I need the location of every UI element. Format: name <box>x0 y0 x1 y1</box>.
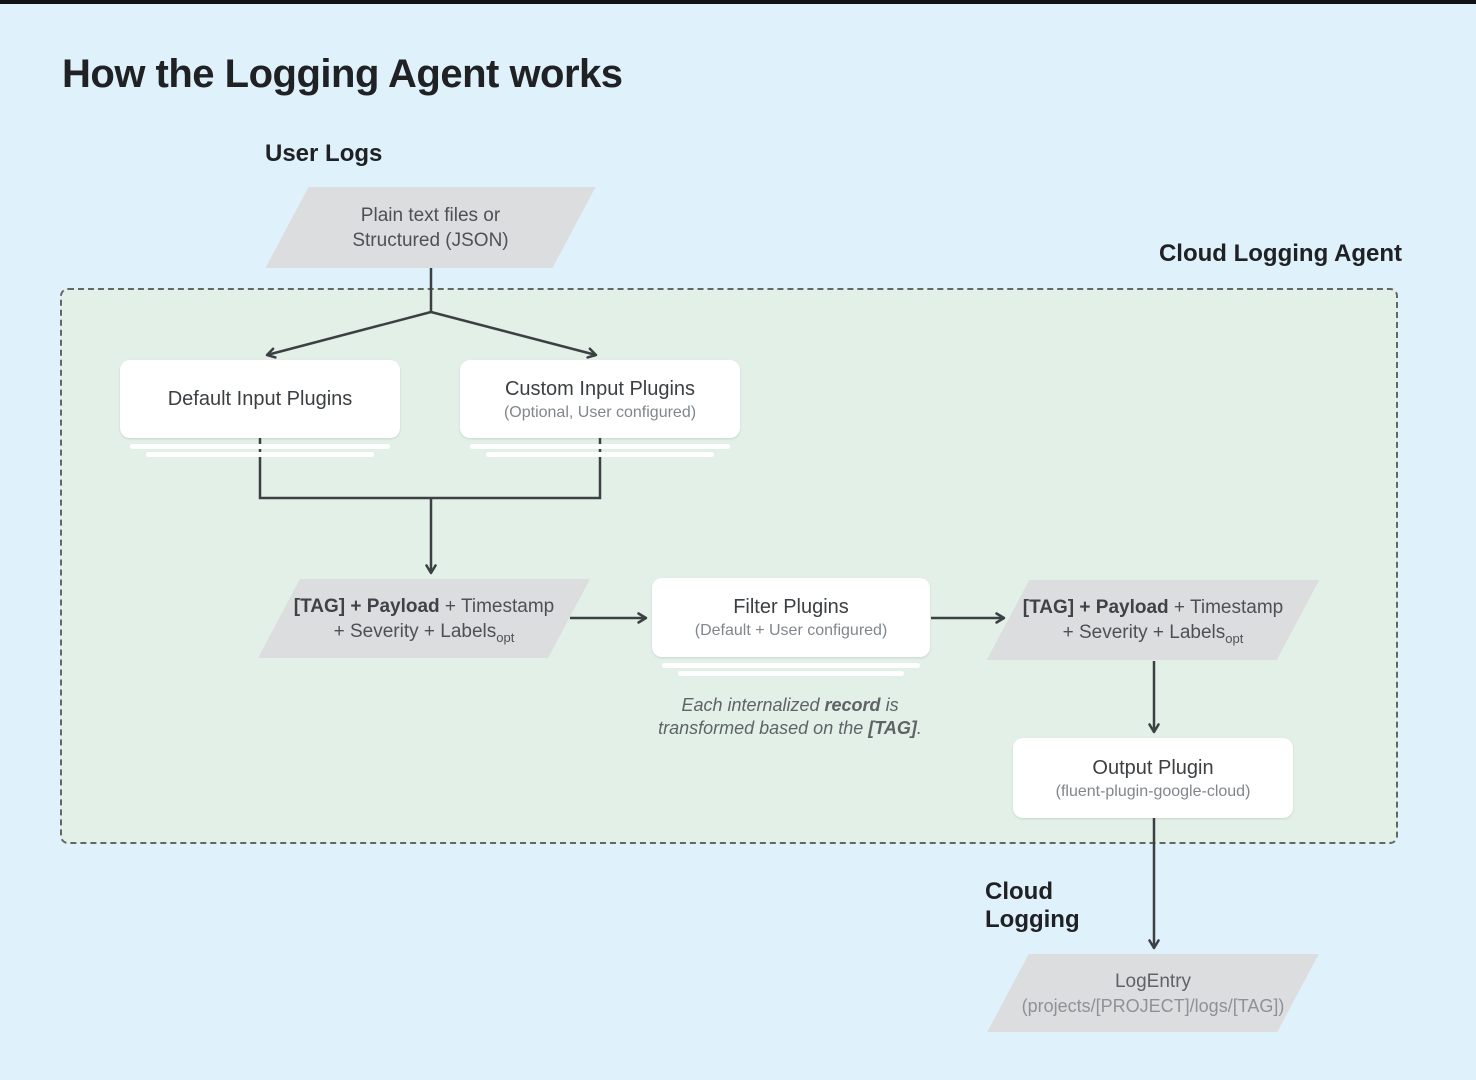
output-plugin-subtitle: (fluent-plugin-google-cloud) <box>1055 782 1251 800</box>
user-logs-line1: Plain text files or <box>360 204 501 226</box>
default-input-plugins-box: Default Input Plugins <box>120 360 400 438</box>
log-record-left-line1: [TAG] + Payload + Timestamp <box>294 594 554 619</box>
log-record-parallelogram-right: [TAG] + Payload + Timestamp + Severity +… <box>1008 580 1298 660</box>
arrow-fork-right <box>430 310 598 359</box>
filter-note-line1: Each internalized record is <box>681 695 899 715</box>
log-record-left-regular: + Timestamp <box>439 595 555 617</box>
log-entry-subtitle: (projects/[PROJECT]/logs/[TAG]) <box>1021 995 1285 1016</box>
stacked-page-line <box>662 663 920 668</box>
filter-plugins-subtitle: (Default + User configured) <box>694 622 888 639</box>
page-title: How the Logging Agent works <box>62 52 623 96</box>
cloud-logging-label: Cloud Logging <box>985 878 1080 934</box>
cloud-logging-agent-label: Cloud Logging Agent <box>1158 240 1402 267</box>
cloud-logging-label-line1: Cloud <box>985 878 1053 905</box>
user-logs-parallelogram: Plain text files or Structured (JSON) <box>287 187 574 268</box>
output-plugin-title: Output Plugin <box>1092 756 1214 779</box>
log-record-right-subscript: opt <box>1225 630 1244 646</box>
stacked-page-line <box>130 444 390 449</box>
default-input-plugins-title: Default Input Plugins <box>167 388 353 410</box>
custom-input-plugins-box: Custom Input Plugins (Optional, User con… <box>460 360 740 438</box>
user-logs-line2: Structured (JSON) <box>352 229 509 251</box>
log-record-parallelogram-left: [TAG] + Payload + Timestamp + Severity +… <box>279 579 569 658</box>
filter-plugins-title: Filter Plugins <box>733 596 849 618</box>
log-record-left-line2: + Severity + Labelsopt <box>333 620 515 645</box>
filter-note: Each internalized record is transformed … <box>632 694 948 740</box>
stacked-page-line <box>470 444 730 449</box>
custom-input-plugins-title: Custom Input Plugins <box>504 377 696 400</box>
log-record-right-line1: [TAG] + Payload + Timestamp <box>1023 595 1283 620</box>
log-entry-parallelogram: LogEntry (projects/[PROJECT]/logs/[TAG]) <box>1008 954 1298 1032</box>
log-record-right-bold: [TAG] + Payload <box>1022 597 1169 618</box>
log-record-left-subscript: opt <box>496 629 515 645</box>
arrow-fork-left <box>265 310 432 359</box>
log-record-left-bold: [TAG] + Payload <box>293 595 440 617</box>
custom-input-plugins-subtitle: (Optional, User configured) <box>503 403 697 421</box>
stacked-page-line <box>486 452 714 457</box>
stacked-page-line <box>146 452 374 457</box>
log-record-right-regular: + Timestamp <box>1168 597 1284 618</box>
log-entry-title: LogEntry <box>1114 970 1192 992</box>
top-border-bar <box>0 0 1476 4</box>
cloud-logging-label-line2: Logging <box>985 906 1080 933</box>
stacked-page-line <box>678 671 904 676</box>
log-record-right-line2: + Severity + Labelsopt <box>1062 622 1244 646</box>
user-logs-label: User Logs <box>265 140 383 167</box>
output-plugin-box: Output Plugin (fluent-plugin-google-clou… <box>1013 738 1293 818</box>
filter-plugins-box: Filter Plugins (Default + User configure… <box>652 578 930 657</box>
filter-note-line2: transformed based on the [TAG]. <box>658 718 922 738</box>
